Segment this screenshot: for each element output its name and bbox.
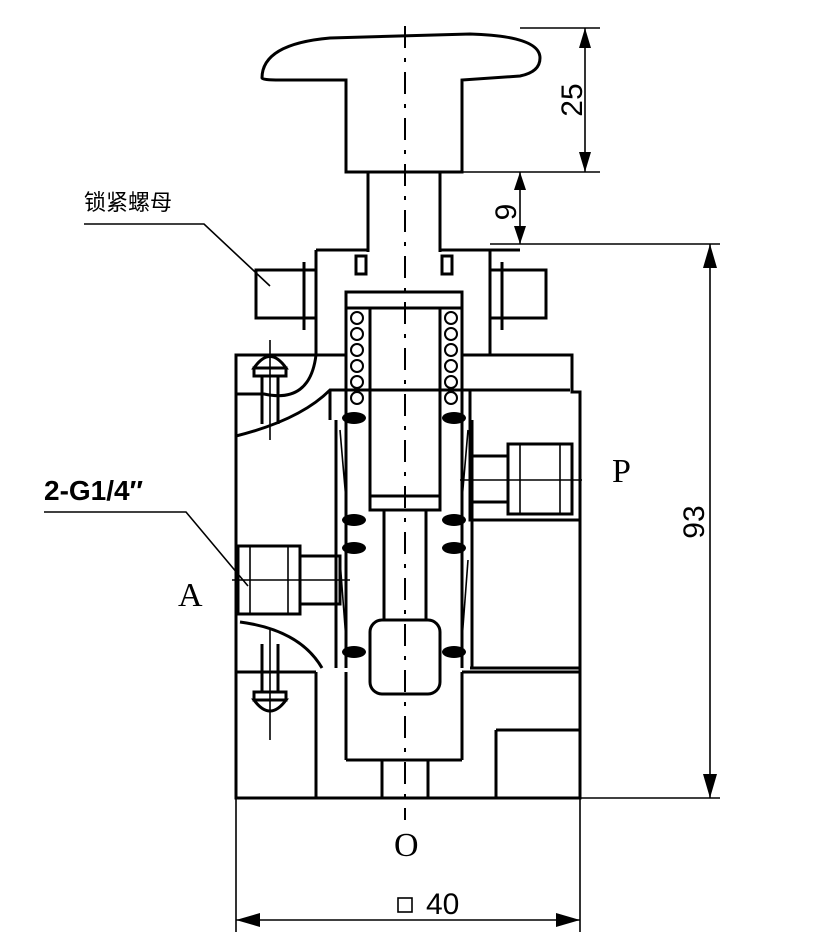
t-handle	[260, 32, 542, 252]
spool	[334, 412, 474, 696]
dim-body-height: 93	[678, 505, 711, 538]
valve-body	[234, 353, 582, 800]
dim-stem-gap: 9	[490, 204, 523, 221]
square-symbol-icon	[397, 897, 413, 913]
dimension-lines	[44, 27, 720, 932]
port-p-label: P	[612, 453, 631, 490]
port-a-label: A	[178, 577, 203, 614]
port-thread-label: 2-G1/4″	[44, 475, 143, 506]
port-o-label: O	[394, 827, 419, 864]
dim-handle-height: 25	[556, 83, 589, 116]
lock-nut-label: 锁紧螺母	[84, 191, 172, 216]
port-a-fitting	[232, 544, 350, 616]
lower-screw	[251, 630, 289, 740]
dim-body-width: 40	[426, 888, 459, 921]
top-cover	[254, 248, 548, 357]
upper-screw	[251, 340, 289, 440]
port-p-fitting	[460, 442, 582, 516]
